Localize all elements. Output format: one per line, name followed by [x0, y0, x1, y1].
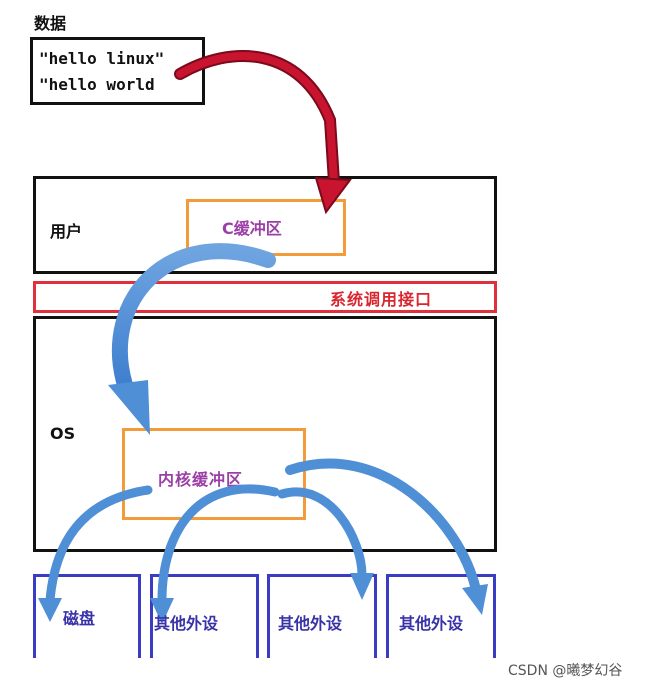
device-peripheral-box-3 [386, 574, 496, 658]
kernel-buffer-box [122, 428, 306, 520]
kernel-to-peripheral-3-arrow [285, 458, 488, 615]
data-to-c-buffer-arrow [174, 50, 352, 215]
kernel-to-peripheral-2-arrow [277, 487, 374, 600]
data-line-2: "hello world [39, 75, 155, 94]
device-disk-label: 磁盘 [63, 609, 96, 628]
data-line-1: "hello linux" [39, 49, 165, 68]
device-disk-box [33, 574, 141, 658]
kernel-to-peripheral-1-arrow [150, 484, 280, 624]
user-space-label: 用户 [50, 222, 83, 241]
user-space-box [33, 176, 497, 274]
data-title: 数据 [34, 14, 67, 33]
os-box [33, 316, 497, 552]
syscall-interface-label: 系统调用接口 [330, 290, 433, 309]
device-peripheral-label-3: 其他外设 [399, 614, 464, 633]
kernel-buffer-label: 内核缓冲区 [158, 470, 244, 489]
device-peripheral-box-2 [267, 574, 377, 658]
kernel-to-disk-arrow [38, 485, 153, 622]
device-peripheral-label-1: 其他外设 [154, 614, 219, 633]
syscall-interface-box [33, 281, 497, 313]
device-peripheral-box-1 [150, 574, 259, 658]
c-buffer-label: C缓冲区 [222, 219, 282, 238]
watermark: CSDN @曦梦幻谷 [508, 663, 623, 679]
os-label: OS [50, 424, 76, 443]
c-buffer-to-kernel-buffer-arrow [108, 243, 276, 435]
device-peripheral-label-2: 其他外设 [278, 614, 343, 633]
